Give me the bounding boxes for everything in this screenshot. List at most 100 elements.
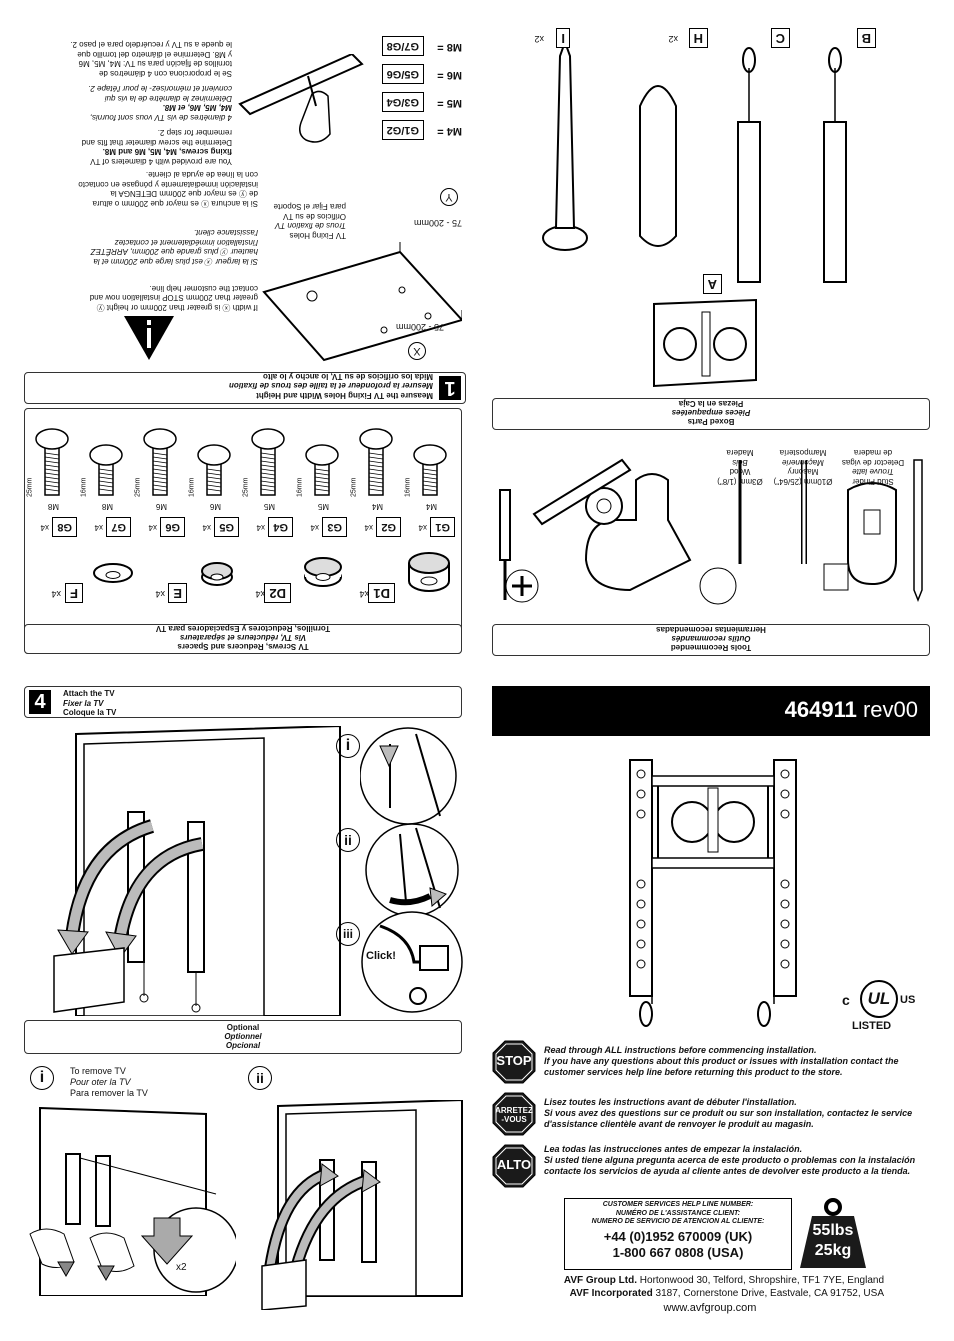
- rail-c-illustration: [737, 47, 761, 283]
- remove-qty: x2: [176, 1262, 187, 1273]
- address-block: AVF Group Ltd. Hortonwood 30, Telford, S…: [492, 1274, 884, 1300]
- bracket-a-illustration: [653, 298, 757, 388]
- screw-length: 25mm: [26, 477, 34, 497]
- remove-sub-i: i: [30, 1066, 54, 1090]
- part-b-label: B: [856, 28, 876, 48]
- screw-label: G6: [160, 517, 185, 537]
- step4-detail-circles: [360, 727, 463, 1013]
- screw-length: 25mm: [134, 477, 142, 497]
- screw-qty: x4: [364, 523, 373, 532]
- step1-header: 1 Measure the TV Fixing Holes Width and …: [24, 372, 466, 404]
- notice-arretez-bold: Lisez toutes les instructions avant de d…: [544, 1097, 797, 1107]
- spacer-d2-icon: [304, 557, 342, 587]
- stop-sign-icon: [492, 1040, 536, 1084]
- screw-length: 16mm: [188, 477, 196, 497]
- product-bracket-illustration: [629, 759, 797, 1027]
- address-uk: Hortonwood 30, Telford, Shropshire, TF1 …: [639, 1275, 884, 1286]
- rail-b-illustration: [823, 47, 847, 283]
- helpline-box: CUSTOMER SERVICES HELP LINE NUMBER: NUMÉ…: [564, 1198, 792, 1270]
- notice-alto-bold: Lea todas las instrucciones antes de emp…: [544, 1144, 803, 1154]
- step4-sub-iii: iii: [336, 922, 360, 946]
- part-h-qty: x2: [668, 34, 678, 44]
- part-a-label: A: [702, 274, 722, 294]
- alto-sign-text: ALTO: [496, 1157, 532, 1172]
- remove-tv-illustration-2: [261, 1100, 463, 1310]
- spacer-f: F x4: [35, 545, 135, 615]
- screw-icon: [197, 444, 231, 496]
- parts-panel: Tools Recommended Outils recommandés Her…: [492, 18, 930, 656]
- step4-line1: Attach the TV: [63, 689, 115, 698]
- step4-sub-ii: ii: [336, 828, 360, 852]
- screw-length: 25mm: [242, 477, 250, 497]
- hand-measure-illustration: [238, 54, 364, 143]
- product-code: 464911: [784, 697, 857, 722]
- step1-line2: Mesurer la profondeur et la taille des t…: [228, 381, 433, 391]
- helpline-h3: NUMERO DE SERVICIO DE ATENCION AL CLIENT…: [591, 1218, 765, 1225]
- screw-info-fr: 4 diamètres de vis TV vous sont fournis,…: [88, 84, 232, 123]
- screw-qty: x4: [256, 523, 265, 532]
- dim-x-letter: X: [408, 342, 426, 360]
- spacer-d2: D2 x4: [245, 545, 345, 615]
- notice-stop: STOP Read through ALL instructions befor…: [492, 1040, 932, 1086]
- spacer-e: E x4: [137, 545, 237, 615]
- spacer-e-icon: [201, 562, 233, 586]
- table-row: M8 = G7/G8: [372, 34, 462, 58]
- screw-qty: x4: [94, 523, 103, 532]
- screws-panel: TV Screws, Reducers and Spacers Vis TV, …: [24, 408, 462, 654]
- warning-en: If width ⓧ is greater than 200mm or heig…: [89, 284, 258, 312]
- remove-tv-illustration-1: [29, 1106, 236, 1296]
- screw-icon: [35, 428, 69, 496]
- spacer-f-icon: [93, 563, 133, 583]
- dim-x: 75 - 200mm: [395, 322, 444, 332]
- screw-size: M6: [155, 502, 167, 511]
- stop-sign-text: STOP: [496, 1053, 532, 1068]
- step1-line3: Mida los orificios de su TV, lo ancho y …: [263, 372, 433, 381]
- remove-text: To remove TV Pour oter la TV Para remove…: [70, 1066, 148, 1098]
- address-us: 3187, Cornerstone Drive, Eastvale, CA 91…: [655, 1288, 884, 1299]
- website-link[interactable]: www.avfgroup.com: [663, 1302, 757, 1314]
- table-row: M4 = G1/G2: [372, 118, 462, 142]
- helpline-h1: CUSTOMER SERVICES HELP LINE NUMBER:: [602, 1201, 754, 1208]
- product-rev: rev00: [862, 697, 918, 722]
- step1-number: 1: [439, 376, 461, 400]
- tv-fixing-holes-diagram: [262, 242, 462, 362]
- product-banner: 464911 rev00: [492, 686, 930, 736]
- tv-holes-label: TV Fixing Holes Trous de fixation TV Ori…: [273, 202, 346, 241]
- screw-size: M8: [101, 502, 113, 511]
- screw-icon: [305, 444, 339, 496]
- helpline-usa: 1-800 667 0808 (USA): [612, 1244, 744, 1260]
- spacer-d1: D1 x4: [353, 545, 453, 615]
- step1-line1: Measure the TV Fixing Holes Width and He…: [256, 391, 433, 400]
- part-c-label: C: [770, 28, 790, 48]
- notice-arretez-body: Si vous avez des questions sur ce produi…: [544, 1108, 913, 1129]
- helpline-h2: NUMÉRO DE L'ASSISTANCE CLIENT:: [615, 1209, 741, 1217]
- step4-tv-illustration: [53, 726, 341, 1016]
- step4-sub-i: i: [336, 734, 360, 758]
- screw-icon: [251, 428, 285, 496]
- screw-label: G1: [430, 517, 455, 537]
- screw-label: G7: [106, 517, 131, 537]
- notice-arretez: ARRETEZ-VOUS Lisez toutes les instructio…: [492, 1092, 932, 1138]
- tools-illustrations: [499, 458, 923, 605]
- screw-length: 16mm: [80, 477, 88, 497]
- weight-badge: 55lbs 25kg: [798, 1198, 868, 1270]
- spacer-d1-icon: [408, 552, 450, 592]
- weight-kg: 25kg: [814, 1242, 852, 1259]
- screw-length: 16mm: [296, 477, 304, 497]
- table-row: M5 = G3/G4: [372, 90, 462, 114]
- ul-listed-logo: c UL US LISTED: [842, 980, 924, 1034]
- arretez-sign-icon: [492, 1092, 536, 1136]
- helpline-uk: +44 (0)1952 670009 (UK): [603, 1228, 753, 1244]
- boxed-header: Boxed Parts Pièces empaquetées Piezas en…: [492, 398, 930, 430]
- screw-qty: x4: [202, 523, 211, 532]
- address-us-name: AVF Incorporated: [569, 1288, 653, 1299]
